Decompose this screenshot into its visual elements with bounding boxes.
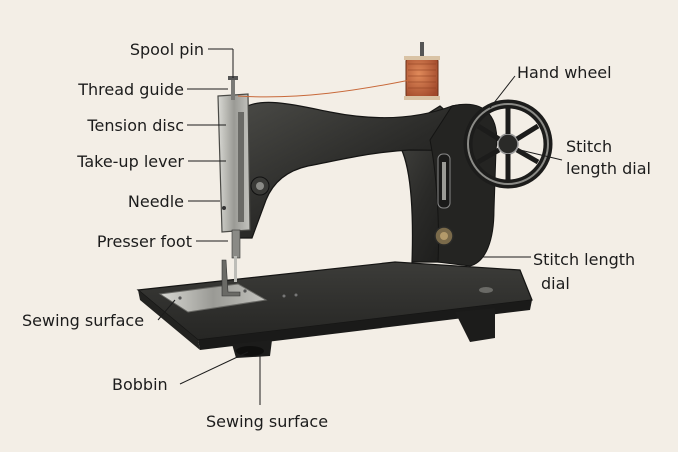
thread-line [237, 79, 411, 98]
label-stitch-length-dial-upper-1: Stitch [566, 137, 613, 156]
label-sewing-surface-left: Sewing surface [22, 311, 145, 330]
needle-plate [158, 283, 268, 313]
label-thread-guide: Thread guide [78, 80, 184, 99]
label-stitch-length-dial-lower-2: dial [541, 274, 570, 293]
label-tension-disc: Tension disc [87, 116, 184, 135]
label-sewing-surface-bottom: Sewing surface [206, 412, 329, 431]
label-presser-foot: Presser foot [96, 232, 192, 251]
label-take-up-lever: Take-up lever [77, 152, 184, 171]
needle-assembly [221, 229, 241, 297]
label-stitch-length-dial-upper-2: length dial [566, 159, 651, 178]
label-bobbin: Bobbin [112, 375, 168, 394]
label-stitch-length-dial-lower-1: Stitch length [533, 250, 636, 269]
hand-wheel [463, 99, 553, 189]
label-hand-wheel: Hand wheel [517, 63, 612, 82]
label-needle: Needle [127, 192, 184, 211]
faceplate [217, 93, 251, 233]
leader-lines [157, 48, 563, 405]
label-spool-pin: Spool pin [129, 40, 204, 59]
